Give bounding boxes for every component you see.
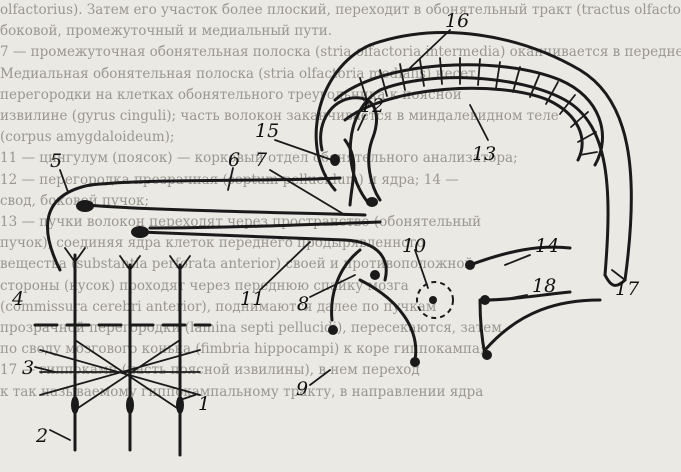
figure-labels: 1 2 3 4 5 6 7 8 9 10 11 12 13 14 15 16 1… — [11, 10, 640, 447]
leader-lines — [34, 29, 626, 441]
background-text-line: 11 — цингулум (поясок) — корковый отдел … — [0, 150, 518, 167]
background-text-line: Медиальная обонятельная полоска (stria o… — [0, 65, 476, 82]
background-text-line: стороны (кусок) проходят через переднюю … — [0, 277, 409, 294]
olfactory-epithelium — [33, 247, 212, 457]
background-text-line: (corpus amygdaloideum); — [0, 129, 175, 146]
label-17: 17 — [615, 278, 640, 300]
background-text-line: 17 — гиппокамп (часть поясной извилины),… — [0, 362, 420, 379]
background-text-line: 13 — пучки волокон переходят через прост… — [0, 214, 482, 231]
background-text-line: olfactorius). Затем его участок более пл… — [0, 2, 681, 18]
label-8: 8 — [297, 293, 309, 315]
background-text-line: вещества (substantia perforata anterior)… — [0, 256, 474, 273]
olfactory-tracts — [46, 176, 627, 362]
hippocampal-hatching — [359, 57, 598, 156]
label-7: 7 — [255, 149, 268, 171]
background-text-line: (commissura cerebri anterior), поднимают… — [0, 298, 437, 315]
label-6: 6 — [228, 149, 240, 171]
background-text-line: к так называемому гиппокампальному тракт… — [0, 383, 484, 400]
background-text-line: прозрачной перегородки (lamina septi pel… — [0, 320, 502, 337]
label-16: 16 — [445, 10, 469, 32]
label-9: 9 — [296, 378, 308, 400]
label-4: 4 — [11, 288, 24, 310]
label-14: 14 — [535, 235, 559, 257]
label-13: 13 — [472, 143, 496, 165]
fornix-arch — [314, 31, 633, 282]
label-18: 18 — [532, 275, 556, 297]
label-10: 10 — [402, 235, 426, 257]
background-text-line: по своду мозгового конька (fimbria hippo… — [0, 341, 485, 358]
label-3: 3 — [22, 357, 34, 379]
background-text-line: свод, боковой пучок; — [0, 192, 150, 209]
nerve-cells — [76, 154, 492, 367]
background-text-line: боковой, промежуточный и медиальный пути… — [0, 23, 333, 40]
label-12: 12 — [360, 95, 384, 117]
label-1: 1 — [198, 393, 210, 415]
background-text-line: 7 — промежуточная обонятельная полоска (… — [0, 44, 681, 61]
label-2: 2 — [35, 425, 48, 447]
label-5: 5 — [50, 150, 62, 172]
label-15: 15 — [255, 120, 279, 142]
background-text-line: извилине (gyrus cinguli); часть волокон … — [0, 108, 559, 125]
label-11: 11 — [240, 288, 264, 310]
